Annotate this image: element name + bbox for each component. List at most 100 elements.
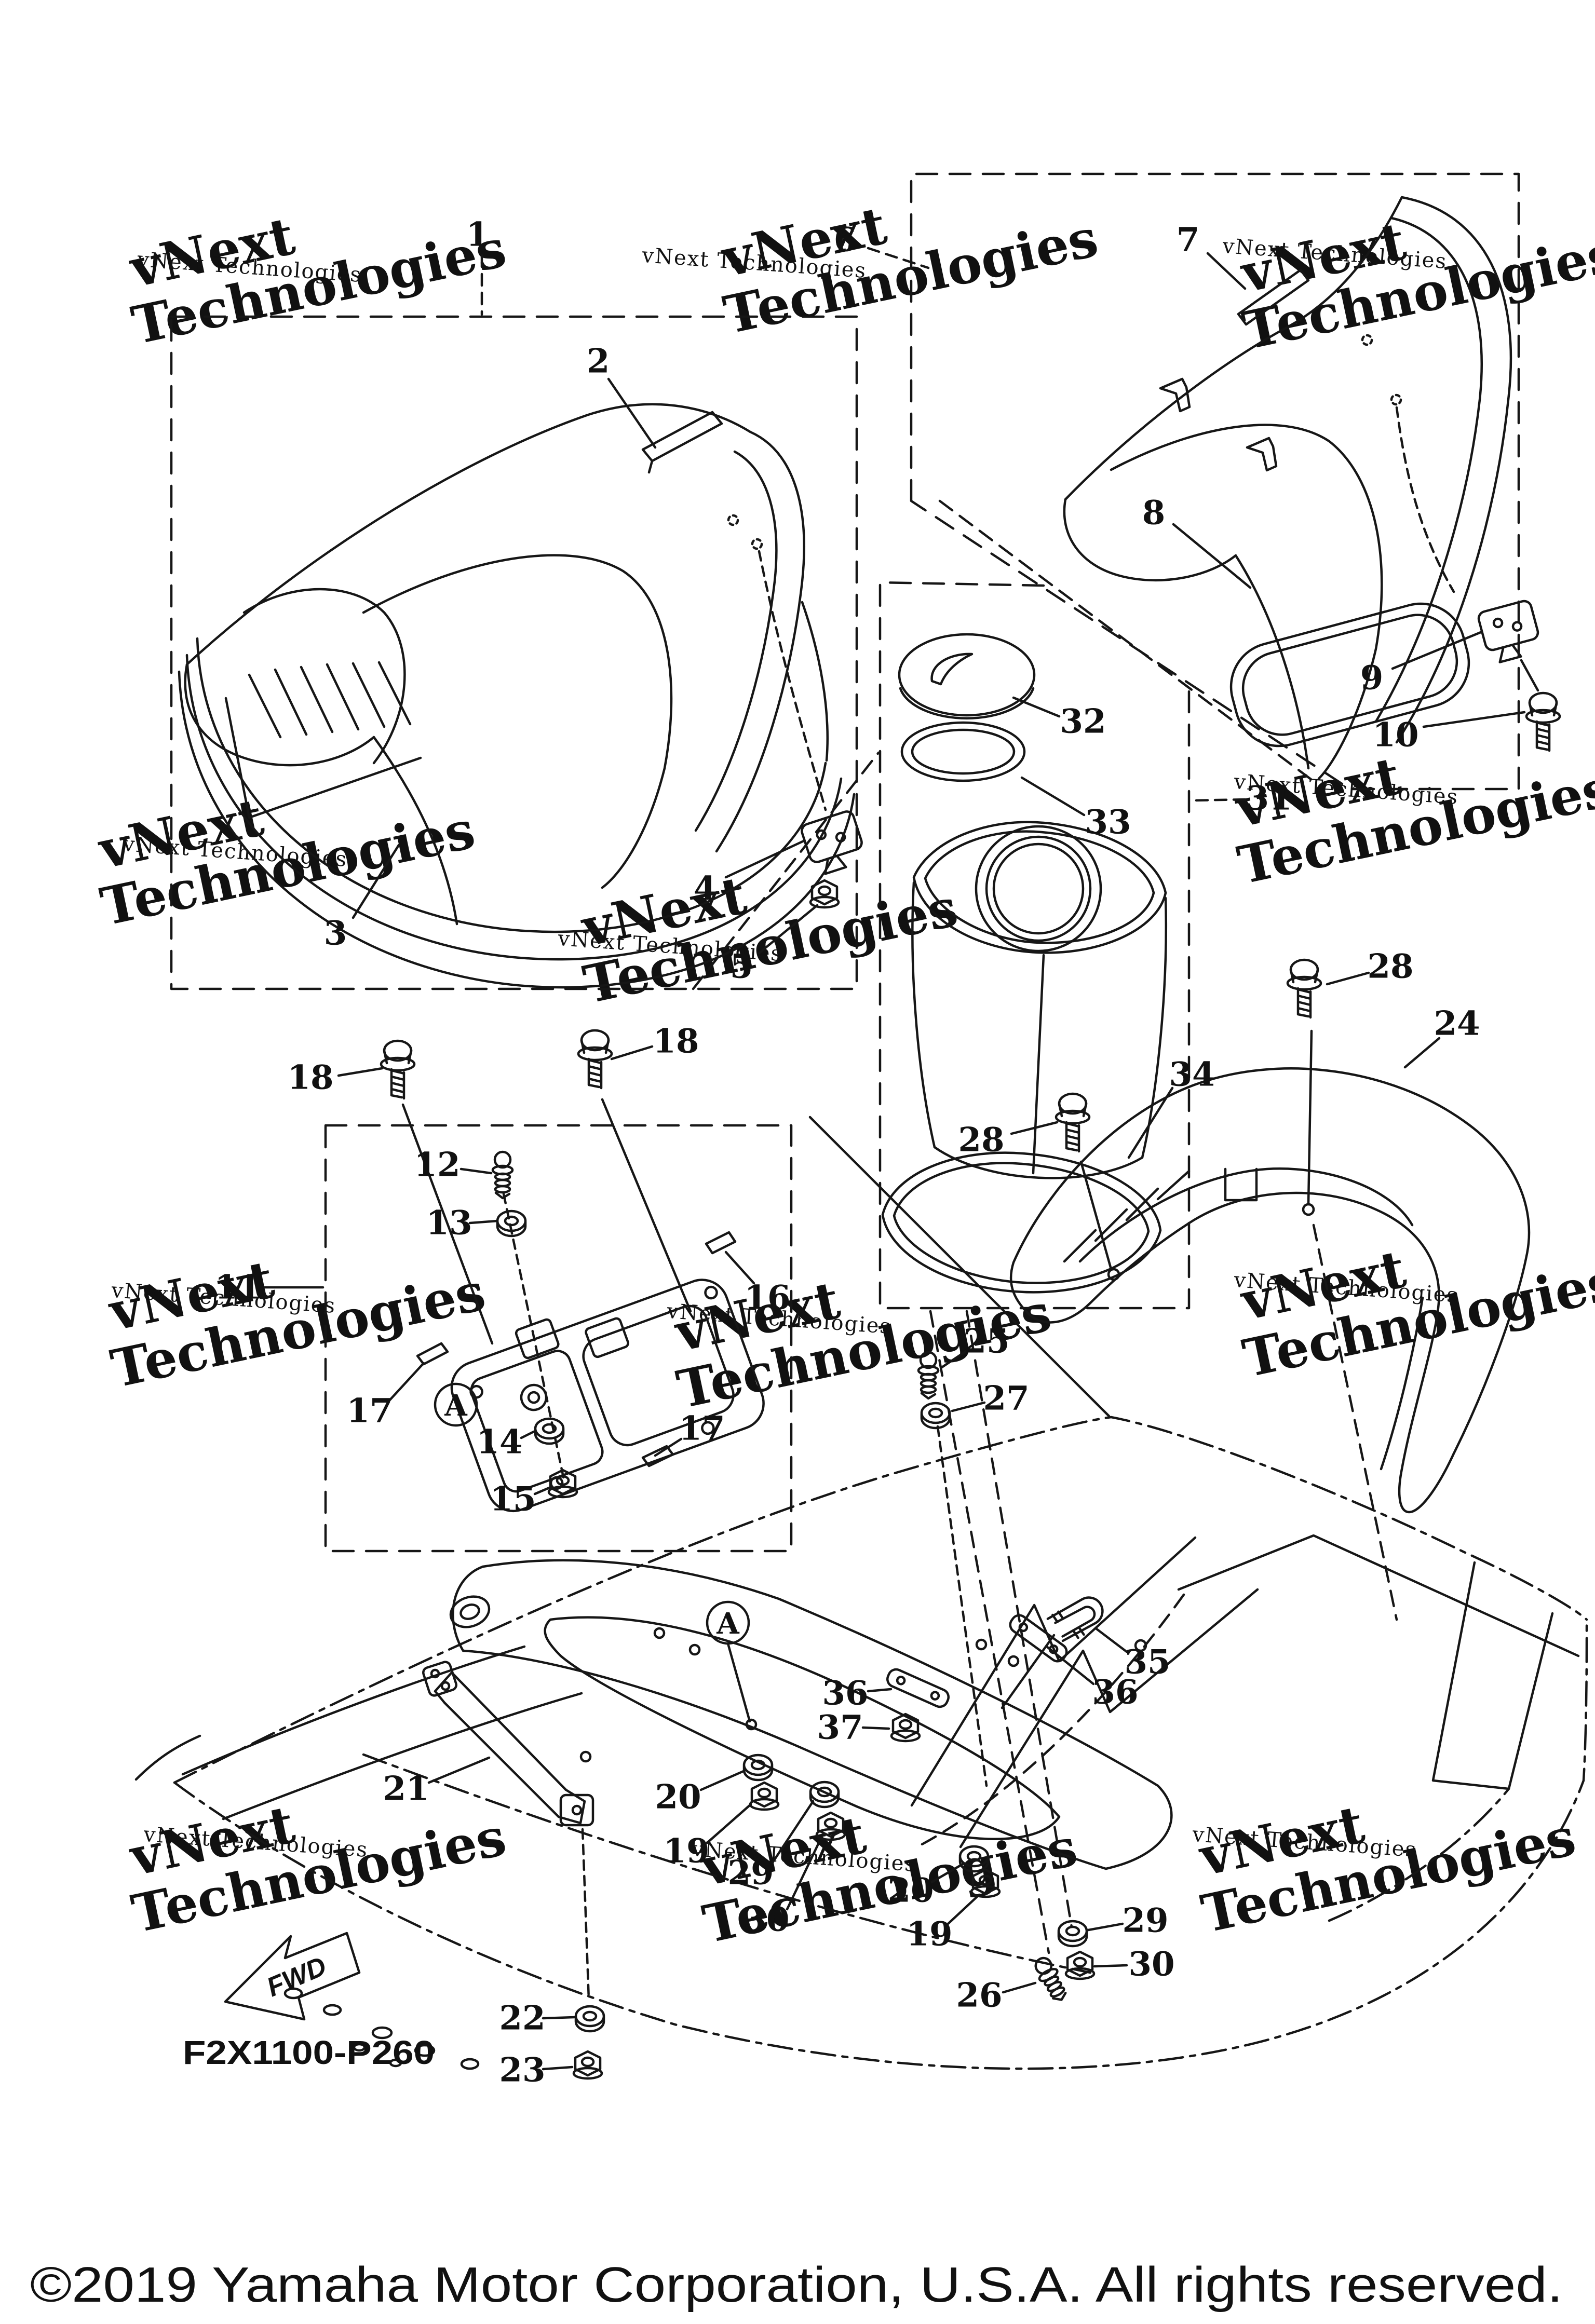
callout-number: 25 xyxy=(963,1322,1009,1361)
callout-leader xyxy=(337,1067,384,1077)
anchor-plate-icon xyxy=(1009,1614,1068,1663)
callout-number: 36 xyxy=(1092,1673,1138,1712)
bracket-drawing xyxy=(401,1098,765,1513)
flange-bolt-icon xyxy=(577,1029,613,1090)
anchor-plate-icon xyxy=(886,1668,950,1708)
callout-leader xyxy=(459,1167,493,1175)
latch-bracket-icon xyxy=(1477,600,1539,663)
callout-number: 22 xyxy=(499,1999,545,2038)
callout-number: 16 xyxy=(744,1279,790,1317)
callout-leader xyxy=(947,1893,981,1925)
callout-leader xyxy=(867,1688,893,1693)
washer-icon xyxy=(958,1845,990,1873)
part-callout-26: 26 xyxy=(956,1976,1037,2015)
callout-leader xyxy=(951,1401,986,1412)
flange-nut-icon xyxy=(1064,1950,1096,1980)
callout-number: 20 xyxy=(655,1778,701,1817)
fwd-arrow-shape xyxy=(224,1932,361,2021)
rack-drawing xyxy=(1009,1029,1531,1621)
callout-number: 8 xyxy=(1142,494,1166,533)
part-callout-36: 36 xyxy=(1045,1645,1139,1712)
part-callout-17: 17 xyxy=(654,1409,725,1457)
callout-number: 19 xyxy=(663,1832,709,1871)
flange-nut-icon xyxy=(572,2050,603,2080)
part-callout-7: 7 xyxy=(1177,221,1247,290)
part-callout-19: 19 xyxy=(906,1893,981,1954)
callout-number: 26 xyxy=(956,1976,1002,2015)
callout-leader xyxy=(1093,1964,1128,1968)
drawing-code: F2X1100-P260 xyxy=(183,2034,435,2071)
part-callout-15: 15 xyxy=(490,1480,551,1519)
part-callout-30: 30 xyxy=(743,1840,821,1939)
callout-leader xyxy=(387,1362,425,1403)
flange-nut-icon xyxy=(970,1868,1001,1898)
detail-marker: A xyxy=(434,1382,478,1427)
flange-nut-icon xyxy=(749,1781,780,1811)
support-bar-drawing xyxy=(422,1661,594,2001)
callout-leader xyxy=(1127,1086,1174,1159)
flange-nut-icon xyxy=(815,1811,846,1841)
part-callout-37: 37 xyxy=(817,1708,890,1747)
part-callout-9: 9 xyxy=(1360,631,1482,698)
part-callout-35: 35 xyxy=(1095,1627,1171,1682)
callout-leader xyxy=(1403,1037,1441,1069)
callout-leader xyxy=(1087,1922,1124,1932)
callout-number: 20 xyxy=(887,1871,934,1910)
callout-leader xyxy=(706,1803,752,1844)
callout-leader xyxy=(1020,776,1086,817)
flange-nut-icon xyxy=(809,879,840,909)
part-callout-29: 29 xyxy=(727,1800,815,1893)
callout-number: 32 xyxy=(1060,702,1106,741)
callout-number: 35 xyxy=(1124,1643,1170,1682)
callout-leader xyxy=(607,377,657,449)
callout-number: 33 xyxy=(1085,803,1131,842)
callout-number: 3 xyxy=(324,914,347,953)
callout-leader xyxy=(542,2016,576,2020)
callout-number: 37 xyxy=(817,1708,863,1747)
callout-number: 18 xyxy=(653,1022,699,1061)
callout-leader xyxy=(610,1045,654,1061)
callout-leader xyxy=(427,1756,491,1784)
callout-leader xyxy=(867,247,930,269)
callout-number: 24 xyxy=(1434,1004,1480,1043)
callout-number: 36 xyxy=(822,1674,868,1713)
callout-number: 15 xyxy=(490,1480,536,1519)
callout-number: 19 xyxy=(906,1915,952,1954)
callout-leader xyxy=(520,1430,535,1439)
callout-number: 2 xyxy=(587,342,610,381)
callout-leader xyxy=(724,839,805,879)
washer-icon xyxy=(1057,1920,1088,1948)
part-callout-10: 10 xyxy=(1372,711,1526,755)
fwd-label: FWD xyxy=(263,1951,331,2003)
part-callout-22: 22 xyxy=(499,1999,576,2038)
part-callout-24: 24 xyxy=(1403,1004,1480,1069)
detail-marker-letter: A xyxy=(444,1389,468,1423)
latch-bracket-icon xyxy=(801,810,863,875)
part-callout-21: 21 xyxy=(383,1756,491,1809)
callout-number: 7 xyxy=(1177,221,1200,260)
washer-icon xyxy=(534,1417,565,1445)
association-lines xyxy=(692,499,1315,1954)
callout-leader xyxy=(468,1219,499,1225)
callout-leader xyxy=(861,1726,890,1730)
part-callout-18: 18 xyxy=(610,1022,699,1061)
callout-number: 29 xyxy=(727,1854,774,1893)
part-callout-14: 14 xyxy=(476,1423,535,1462)
part-callout-23: 23 xyxy=(499,2051,574,2090)
callout-leader xyxy=(940,1349,968,1369)
callout-leader xyxy=(786,1840,821,1911)
flange-nut-icon xyxy=(890,1713,921,1743)
flange-bolt-icon xyxy=(380,1039,416,1100)
part-callout-29: 29 xyxy=(1087,1901,1169,1940)
callout-number: 30 xyxy=(743,1900,789,1939)
callout-number: 13 xyxy=(426,1204,472,1243)
callout-number: 23 xyxy=(499,2051,545,2090)
callout-number: 11 xyxy=(214,1268,261,1307)
stud-bolt-icon xyxy=(491,1150,514,1200)
washer-icon xyxy=(742,1754,774,1782)
